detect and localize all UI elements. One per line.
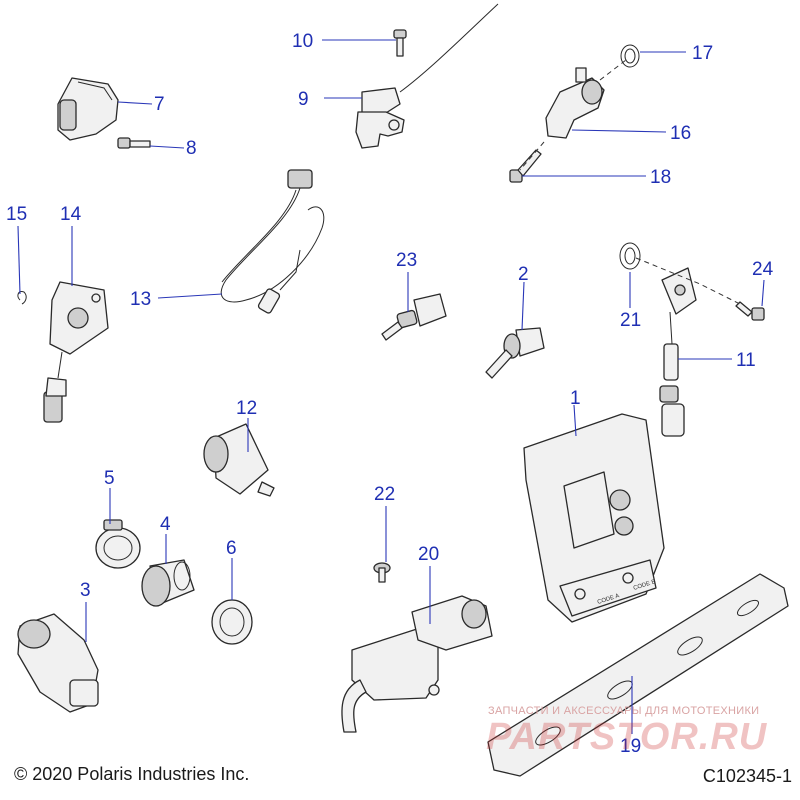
part-22-screw bbox=[373, 562, 391, 583]
callout-14: 14 bbox=[60, 204, 82, 225]
part-11-sensor-harness bbox=[659, 267, 697, 437]
leader-lines bbox=[17, 39, 765, 734]
watermark-brand: PARTSTOR.RU bbox=[486, 716, 768, 758]
leader-7 bbox=[117, 101, 153, 105]
part-6-nut bbox=[211, 599, 253, 645]
part-13-harness bbox=[220, 169, 325, 314]
callout-8: 8 bbox=[186, 138, 197, 159]
part-23-temp-sensor bbox=[381, 293, 447, 341]
part-24-bolt bbox=[735, 301, 765, 321]
part-10-bolt bbox=[393, 29, 407, 57]
callouts: 1 2 3 4 5 6 7 8 9 10 11 12 13 14 15 16 1… bbox=[6, 31, 774, 757]
callout-7: 7 bbox=[154, 94, 165, 115]
part-16-fitting bbox=[545, 67, 605, 139]
callout-21: 21 bbox=[620, 310, 641, 331]
assembly-line-16-17 bbox=[599, 59, 627, 81]
callout-10: 10 bbox=[292, 31, 313, 52]
assembly-line-16-18 bbox=[519, 141, 545, 171]
callout-6: 6 bbox=[226, 538, 237, 559]
part-12-relay bbox=[203, 423, 275, 497]
callout-5: 5 bbox=[104, 468, 115, 489]
leader-16 bbox=[571, 129, 667, 133]
part-4-lock-cylinder bbox=[141, 559, 195, 607]
callout-12: 12 bbox=[236, 398, 257, 419]
callout-19: 19 bbox=[620, 736, 641, 757]
callout-2: 2 bbox=[518, 264, 529, 285]
callout-4: 4 bbox=[160, 514, 171, 535]
callout-15: 15 bbox=[6, 204, 27, 225]
leader-1 bbox=[573, 404, 577, 437]
callout-17: 17 bbox=[692, 43, 713, 64]
leader-2 bbox=[521, 281, 525, 331]
callout-13: 13 bbox=[130, 289, 151, 310]
part-19-bracket bbox=[487, 573, 789, 777]
part-8-bolt bbox=[117, 137, 151, 149]
callout-11: 11 bbox=[736, 350, 756, 371]
part-20-valve bbox=[341, 595, 493, 733]
leader-13 bbox=[157, 293, 223, 299]
part-5-clamp bbox=[95, 519, 141, 569]
part-7-sensor bbox=[57, 77, 119, 141]
leader-15 bbox=[17, 225, 21, 295]
callout-18: 18 bbox=[650, 167, 671, 188]
callout-1: 1 bbox=[570, 388, 581, 409]
part-17-o-ring bbox=[620, 44, 640, 68]
callout-9: 9 bbox=[298, 89, 309, 110]
part-18-bolt bbox=[509, 149, 542, 183]
part-2-sensor bbox=[485, 327, 545, 379]
callout-3: 3 bbox=[80, 580, 91, 601]
diagram-id: C102345-1 bbox=[702, 766, 792, 786]
part-9-sensor bbox=[355, 3, 499, 149]
callout-24: 24 bbox=[752, 259, 774, 280]
part-21-washer bbox=[619, 242, 641, 270]
part-1-ecu: CODE A CODE B bbox=[523, 413, 665, 623]
part-14-position-sensor bbox=[43, 281, 109, 423]
part-3-ignition-switch bbox=[17, 613, 99, 713]
part-15-clip bbox=[17, 291, 27, 305]
callout-22: 22 bbox=[374, 484, 395, 505]
callout-23: 23 bbox=[396, 250, 417, 271]
leader-24 bbox=[761, 279, 765, 307]
watermark-tagline: ЗАПЧАСТИ И АКСЕССУАРЫ ДЛЯ МОТОТЕХНИКИ bbox=[488, 705, 760, 717]
copyright-notice: © 2020 Polaris Industries Inc. bbox=[14, 764, 250, 784]
callout-16: 16 bbox=[670, 123, 691, 144]
callout-20: 20 bbox=[418, 544, 439, 565]
leader-8 bbox=[149, 145, 185, 149]
